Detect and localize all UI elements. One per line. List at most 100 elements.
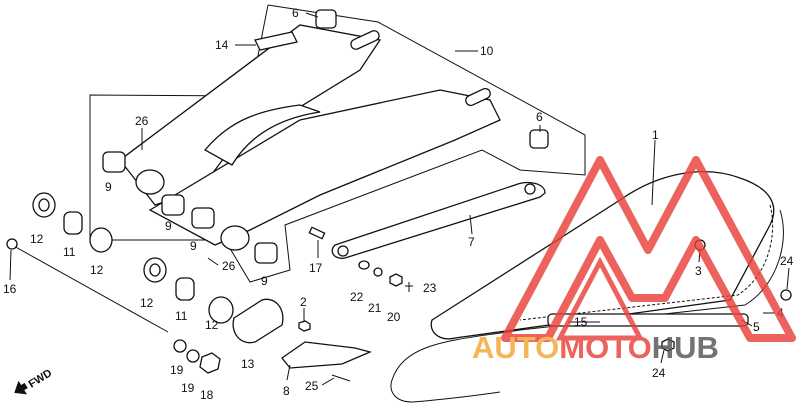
bushings-9	[102, 151, 278, 264]
bushing-9d	[254, 242, 278, 264]
bolt-25	[331, 374, 351, 382]
pivot-bolt-16	[11, 244, 169, 333]
pivot-boss-upper	[135, 169, 165, 195]
callout-14: 14	[215, 38, 229, 52]
pivot-parts	[6, 192, 284, 374]
callout-10: 10	[480, 44, 494, 58]
callout-13: 13	[241, 357, 255, 371]
callout-11b: 11	[175, 309, 188, 323]
callout-12b: 12	[90, 263, 104, 277]
dust-seal-12c-inner	[149, 263, 161, 277]
callout-12d: 12	[205, 318, 219, 332]
callout-26b: 26	[222, 259, 236, 273]
bolt-17	[308, 226, 326, 240]
bushing-9a	[102, 151, 126, 173]
chain-loop	[390, 209, 784, 403]
leader-6a	[305, 12, 319, 18]
bushing-9b	[161, 194, 185, 216]
callout-6b: 6	[536, 110, 543, 124]
leader-24a	[786, 267, 790, 290]
bushing-9c	[191, 207, 215, 229]
pivot-boss-lower	[220, 225, 250, 251]
callout-12c: 12	[140, 296, 154, 310]
chain-case-1	[430, 171, 775, 340]
nut-20	[389, 273, 403, 287]
callout-19a: 19	[170, 363, 184, 377]
chain-slider-sticker	[254, 31, 298, 51]
callout-23: 23	[423, 281, 437, 295]
bolt-24-lower	[661, 338, 675, 352]
collar-11a	[63, 211, 83, 235]
callout-labels: 1 2 3 4 5 6 6 7 8 9 9 9 9 10 11 11 12 12…	[3, 6, 794, 402]
washer-19b	[186, 349, 200, 363]
callout-8: 8	[283, 384, 290, 398]
bearing-12d	[208, 296, 234, 324]
collar-11b	[175, 277, 195, 301]
watermark-text: AUTOMOTOHUB	[472, 330, 719, 365]
callout-9a: 9	[105, 180, 112, 194]
swingarm-assembly	[89, 4, 586, 283]
callout-12a: 12	[30, 232, 44, 246]
washer-21	[373, 267, 383, 277]
bolt-2	[298, 320, 311, 332]
bushing-right	[529, 129, 549, 149]
callout-2: 2	[300, 295, 307, 309]
callout-7: 7	[468, 235, 475, 249]
bolt-24-right	[780, 289, 792, 301]
leader-7	[469, 214, 473, 235]
callout-24b: 24	[652, 366, 666, 380]
watermark: AUTOMOTOHUB	[472, 156, 796, 365]
pivot-cap-13	[232, 298, 284, 344]
dust-seal-12a-inner	[38, 198, 50, 212]
callout-9c: 9	[190, 239, 197, 253]
callout-16: 16	[3, 282, 17, 296]
callout-1: 1	[652, 128, 659, 142]
swingarm-cross-member	[203, 104, 321, 166]
callout-20: 20	[387, 310, 401, 324]
group-boundary-line	[89, 4, 586, 283]
leader-26b	[207, 257, 219, 266]
callout-3: 3	[695, 264, 702, 278]
watermark-part3: HUB	[652, 330, 719, 365]
axle-slot-right	[465, 87, 491, 107]
watermark-part1: AUTO	[472, 330, 559, 365]
chain-guide-8	[281, 341, 372, 369]
chain-guard-parts	[281, 320, 372, 382]
callout-11a: 11	[63, 245, 76, 259]
torque-link-7	[331, 182, 546, 259]
leader-8	[286, 364, 291, 381]
torque-link-parts	[308, 182, 546, 292]
fwd-arrow-icon	[14, 380, 28, 395]
callout-5: 5	[753, 320, 760, 334]
leader-16	[9, 249, 12, 281]
leader-24b	[660, 349, 665, 364]
leader-1	[651, 139, 656, 206]
callout-15: 15	[574, 315, 588, 329]
fwd-label: FWD	[27, 367, 55, 390]
callout-18: 18	[200, 388, 214, 402]
pivot-bolt-head	[6, 238, 18, 250]
callout-24a: 24	[780, 254, 794, 268]
washer-19a	[173, 339, 187, 353]
bushing-upper	[315, 9, 337, 29]
callout-22: 22	[350, 290, 364, 304]
leader-25	[321, 377, 335, 386]
watermark-logo-icon	[501, 156, 796, 342]
callout-17: 17	[309, 261, 323, 275]
chain-slider-15	[547, 313, 749, 327]
nut-18	[199, 352, 221, 374]
callout-9b: 9	[165, 219, 172, 233]
callout-9d: 9	[261, 274, 268, 288]
callout-25: 25	[305, 379, 319, 393]
callout-19b: 19	[181, 381, 195, 395]
callout-6a: 6	[292, 6, 299, 20]
chain-loop-inner	[519, 204, 774, 321]
chain-case-assembly	[390, 171, 792, 403]
axle-slot	[350, 30, 380, 50]
torque-link-eye-rear	[337, 245, 349, 257]
watermark-part2: MOTO	[559, 330, 651, 365]
washer-22	[358, 260, 370, 270]
torque-link-eye-front	[524, 183, 536, 195]
fwd-indicator: FWD	[14, 367, 55, 395]
